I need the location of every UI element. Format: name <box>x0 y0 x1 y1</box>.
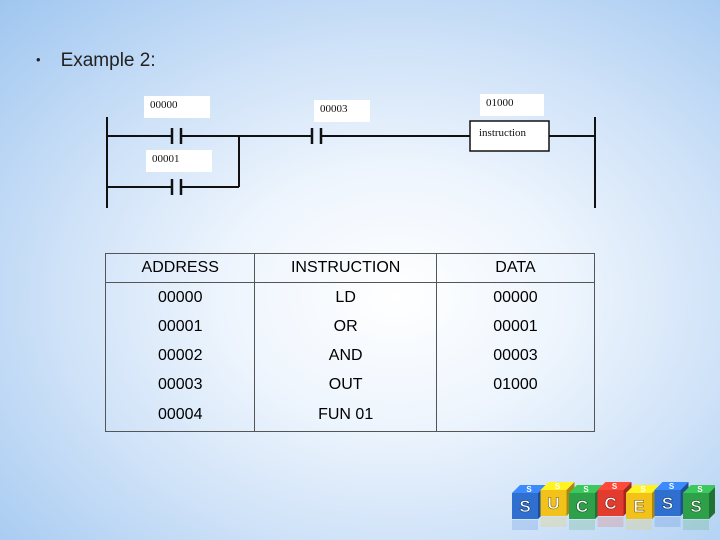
instruction-table: ADDRESS INSTRUCTION DATA 00000 LD 00000 … <box>104 253 596 432</box>
cube-front-letter: S <box>690 497 701 516</box>
cell-instruction: OR <box>254 312 437 341</box>
cell-instruction: LD <box>254 282 437 312</box>
cube-front-letter: U <box>547 494 559 513</box>
cell-instruction: OUT <box>254 370 437 399</box>
cube-front-face <box>597 490 624 516</box>
table-row: 00001 OR 00001 <box>104 312 596 341</box>
output-address-label: 01000 <box>480 94 544 116</box>
cube-reflection <box>569 520 595 530</box>
cell-instruction: AND <box>254 341 437 370</box>
table-row: 00000 LD 00000 <box>104 282 596 312</box>
cube-top-face <box>512 485 546 493</box>
cube-reflection <box>683 520 709 530</box>
cube-top-face <box>654 482 689 490</box>
cell-address: 00003 <box>104 370 256 399</box>
cube-top-letter: S <box>612 482 618 491</box>
cell-instruction: FUN 01 <box>254 399 437 432</box>
cube-top-letter: S <box>526 485 532 494</box>
cube-top-face <box>597 482 632 490</box>
cube-side-face <box>709 487 715 519</box>
output-instruction-text: instruction <box>472 123 547 147</box>
cube-front-face <box>654 490 681 516</box>
cell-data: 00003 <box>435 341 596 370</box>
cube-top-face <box>540 482 575 490</box>
cell-data: 01000 <box>435 370 596 399</box>
cube-front-letter: E <box>633 497 644 516</box>
cube-front-face <box>540 490 567 516</box>
cube-top-face <box>626 485 660 493</box>
slide-title: Example 2: <box>60 50 156 71</box>
table-row: 00004 FUN 01 <box>104 399 596 432</box>
cube-reflection <box>540 517 567 527</box>
table-header-row: ADDRESS INSTRUCTION DATA <box>104 253 596 283</box>
cube-front-letter: C <box>576 497 588 516</box>
cube-top-letter: S <box>669 482 675 491</box>
table-row: 00003 OUT 01000 <box>104 370 596 399</box>
contact-label-00001: 00001 <box>146 150 212 172</box>
cell-address: 00001 <box>104 312 256 341</box>
contact-label-00000: 00000 <box>144 96 210 118</box>
cube-front-face <box>569 493 595 519</box>
cube-reflection <box>654 517 681 527</box>
logo-cube: SS <box>683 485 715 530</box>
cell-address: 00000 <box>104 282 256 312</box>
cube-top-letter: S <box>697 485 703 494</box>
header-instruction: INSTRUCTION <box>254 253 437 283</box>
cube-top-face <box>683 485 715 493</box>
cube-front-face <box>512 493 538 519</box>
table-row: 00002 AND 00003 <box>104 341 596 370</box>
cube-front-letter: S <box>519 497 530 516</box>
header-address: ADDRESS <box>104 253 256 283</box>
cube-top-letter: S <box>583 485 589 494</box>
cell-data: 00000 <box>435 282 596 312</box>
contact-label-00003: 00003 <box>314 100 370 122</box>
cell-address: 00004 <box>104 399 256 432</box>
cube-reflection <box>597 517 624 527</box>
cell-data <box>435 399 596 432</box>
header-data: DATA <box>435 253 596 283</box>
bullet: • <box>36 52 41 67</box>
cube-front-letter: S <box>662 494 673 513</box>
cube-reflection <box>626 520 652 530</box>
slide-title-row: • Example 2: <box>36 50 156 72</box>
cell-data: 00001 <box>435 312 596 341</box>
cube-top-face <box>569 485 603 493</box>
cube-top-letter: S <box>640 485 646 494</box>
cube-front-face <box>626 493 652 519</box>
logo-cube: US <box>540 482 575 527</box>
cube-top-letter: S <box>555 482 561 491</box>
cube-reflection <box>512 520 538 530</box>
cube-front-face <box>683 493 709 519</box>
cube-front-letter: C <box>604 494 616 513</box>
cell-address: 00002 <box>104 341 256 370</box>
